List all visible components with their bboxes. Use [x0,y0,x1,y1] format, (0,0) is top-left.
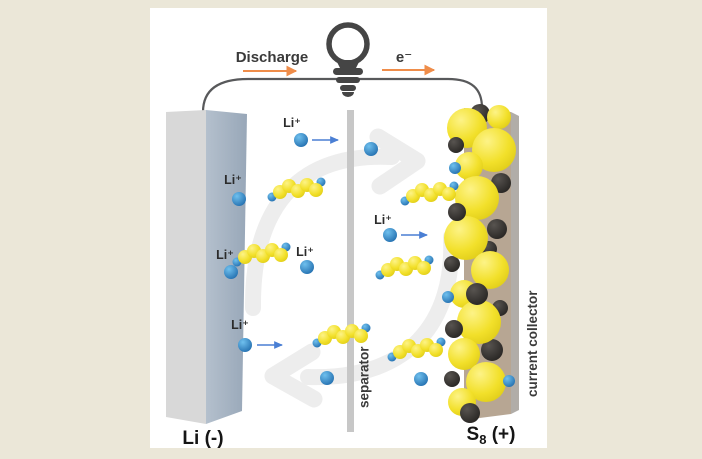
circuit-wire [201,77,484,113]
collector-edge-face [511,112,519,414]
sulfur-sphere [455,176,499,220]
lithium-ion-dot [224,265,238,279]
sulfur-sphere [466,362,506,402]
lithium-ion-dot [364,142,378,156]
sulfur-sphere [457,300,501,344]
polysulfide-chain [232,242,291,267]
polysulfide-chain [312,323,371,348]
lithium-ion-label: Li⁺ [296,245,314,259]
carbon-sphere [460,403,480,423]
lithium-ion-group: Li⁺ [224,173,246,206]
sulfur-sphere [448,338,480,370]
lithium-ion-label: Li⁺ [374,213,392,227]
light-bulb-icon [326,22,370,97]
sulfur-sphere [471,251,509,289]
lithium-ion-dot [232,192,246,206]
shuttle-arrowhead-right-icon [369,128,426,195]
lithium-ion-dot [442,291,454,303]
sulfur-sphere [455,152,483,180]
discharge-label: Discharge [236,49,309,66]
lithium-ion-group: Li⁺ [296,245,314,274]
lithium-ion-label: Li⁺ [224,173,242,187]
chain-sulfur-sphere [417,261,431,275]
anode-front-face [166,110,206,424]
electron-label: e⁻ [396,49,412,66]
carbon-sphere [448,137,464,153]
carbon-sphere [466,283,488,305]
carbon-sphere [444,371,460,387]
lithium-ion-dot [449,162,461,174]
lithium-ion-dot [503,375,515,387]
carbon-sphere [445,320,463,338]
current-collector-label: current collector [525,290,540,397]
lithium-ion-dot [294,133,308,147]
sulfur-sphere [444,216,488,260]
lithium-ion-label: Li⁺ [283,116,301,130]
carbon-sphere [481,339,503,361]
lithium-ion-group: Li⁺ [216,248,238,279]
carbon-sphere [444,256,460,272]
lithium-ion-dot [320,371,334,385]
lithium-ion-group: Li⁺ [231,318,283,352]
cathode-symbol: S [467,424,480,445]
chain-sulfur-sphere [429,343,443,357]
cathode-subscript: 8 [479,432,486,447]
sulfur-carbon-cluster [442,104,516,423]
lithium-ion-label: Li⁺ [216,248,234,262]
separator-label: separator [357,346,372,408]
polysulfide-chain [387,337,446,362]
polysulfide-chain [267,177,326,202]
lithium-ion-dot [383,228,397,242]
chain-sulfur-sphere [309,183,323,197]
lithium-ion-dot [300,260,314,274]
carbon-sphere [448,203,466,221]
lithium-ion-dot [414,372,428,386]
chain-sulfur-sphere [354,329,368,343]
lithium-ion-group: Li⁺ [283,116,339,147]
separator-membrane [347,110,354,432]
carbon-sphere [487,219,507,239]
shuttle-arrowhead-left-icon [264,343,323,408]
lithium-ion-label: Li⁺ [231,318,249,332]
lithium-ion-group: Li⁺ [374,213,428,242]
sulfur-sphere [487,105,511,129]
polysulfide-chain [400,181,459,206]
lithium-ion-dot [238,338,252,352]
polysulfide-chains [232,177,459,362]
cathode-terminal-label: S8 (+) [467,424,516,447]
polysulfide-chain [375,255,434,280]
sulfur-sphere [472,128,516,172]
chain-sulfur-sphere [442,187,456,201]
anode-terminal-label: Li (-) [182,428,223,449]
lithium-ions: Li⁺ Li⁺ Li⁺ Li⁺ Li⁺ Li⁺ [216,116,428,386]
cathode-charge: (+) [486,424,515,445]
chain-sulfur-sphere [274,248,288,262]
